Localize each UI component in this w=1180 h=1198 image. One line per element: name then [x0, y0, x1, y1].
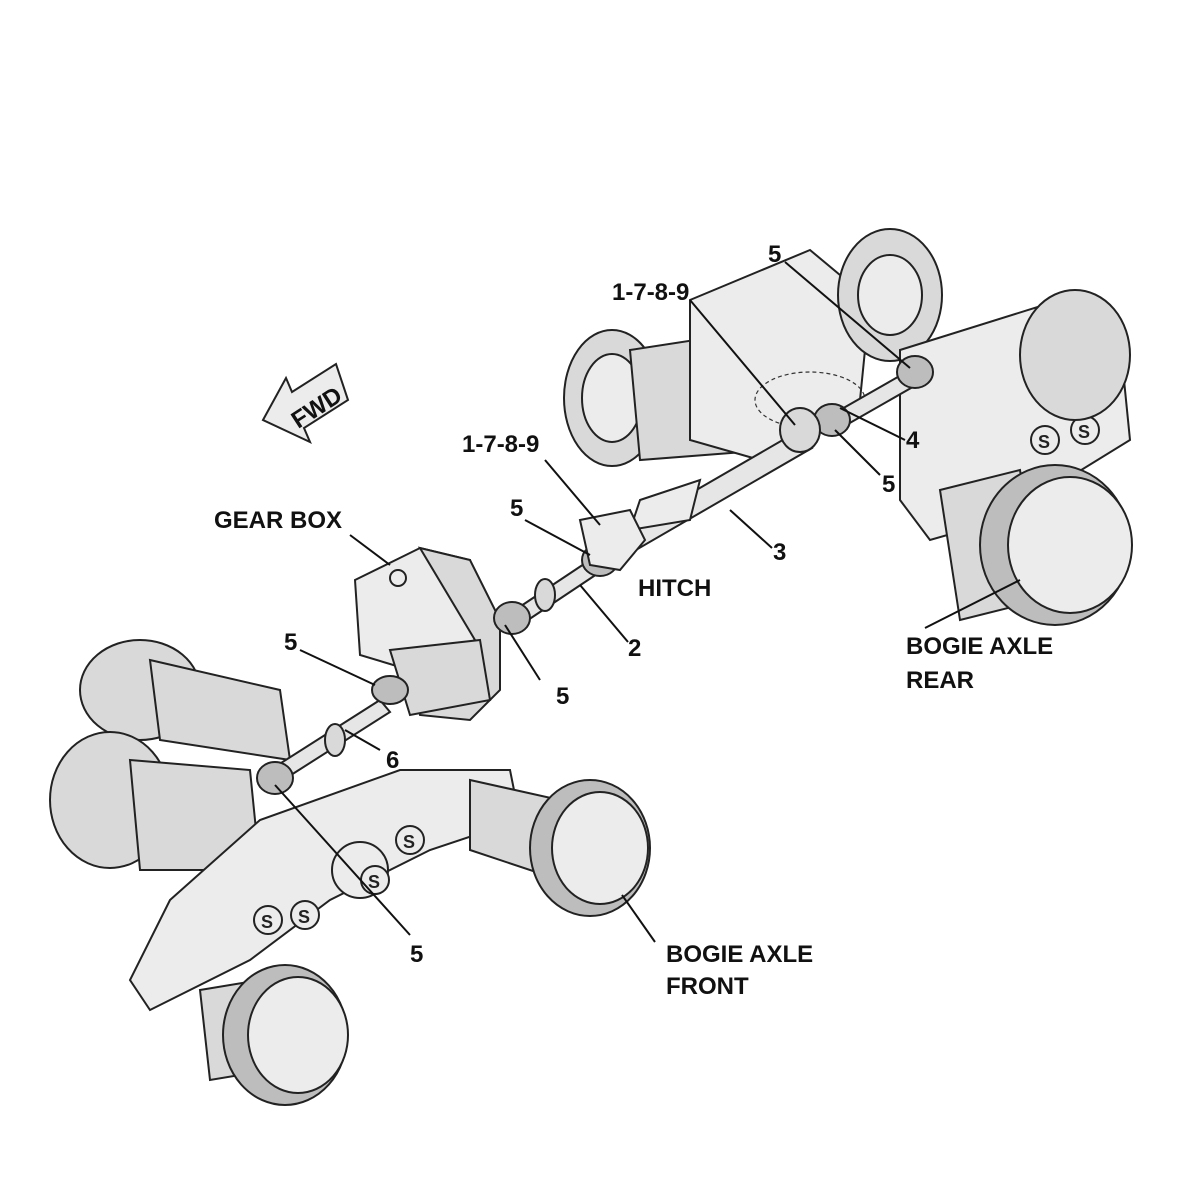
callout-5-hitch: 5 [510, 495, 523, 522]
bogie-axle-rear: S S [563, 228, 1133, 626]
u-joint-gearbox-front [371, 675, 409, 705]
callout-2: 2 [628, 635, 641, 662]
callout-5-gearbox-left: 5 [284, 629, 297, 656]
gear-box-label: GEAR BOX [214, 507, 342, 534]
callout-5-rear-lower: 5 [882, 471, 895, 498]
u-joint-hitch [578, 508, 647, 577]
bogie-axle-front: S S S S [49, 639, 651, 1106]
bogie-axle-front-label-line2: FRONT [666, 973, 749, 1000]
leader-lines [274, 261, 1021, 943]
svg-text:S: S [298, 907, 310, 927]
callout-5-rear-top: 5 [768, 241, 781, 268]
bogie-axle-rear-label-line2: REAR [906, 667, 974, 694]
callout-3: 3 [773, 539, 786, 566]
bogie-axle-front-label-line1: BOGIE AXLE [666, 941, 813, 968]
callout-1-7-8-9-rear: 1-7-8-9 [612, 279, 689, 306]
callout-4: 4 [906, 427, 920, 454]
svg-text:S: S [368, 872, 380, 892]
u-joint-front-axle [256, 761, 294, 795]
svg-text:S: S [261, 912, 273, 932]
svg-text:S: S [1038, 432, 1050, 452]
callout-5-front: 5 [410, 941, 423, 968]
callout-5-gearbox-right: 5 [556, 683, 569, 710]
svg-text:S: S [1078, 422, 1090, 442]
fwd-arrow-icon: FWD [261, 362, 350, 445]
bogie-axle-rear-label-line1: BOGIE AXLE [906, 633, 1053, 660]
callout-1-7-8-9-hitch: 1-7-8-9 [462, 431, 539, 458]
hitch-label: HITCH [638, 575, 711, 602]
svg-text:S: S [403, 832, 415, 852]
u-joint-gearbox-rear [493, 601, 531, 635]
gear-box [353, 546, 501, 722]
driveshaft-6 [268, 698, 392, 784]
callout-6: 6 [386, 747, 399, 774]
